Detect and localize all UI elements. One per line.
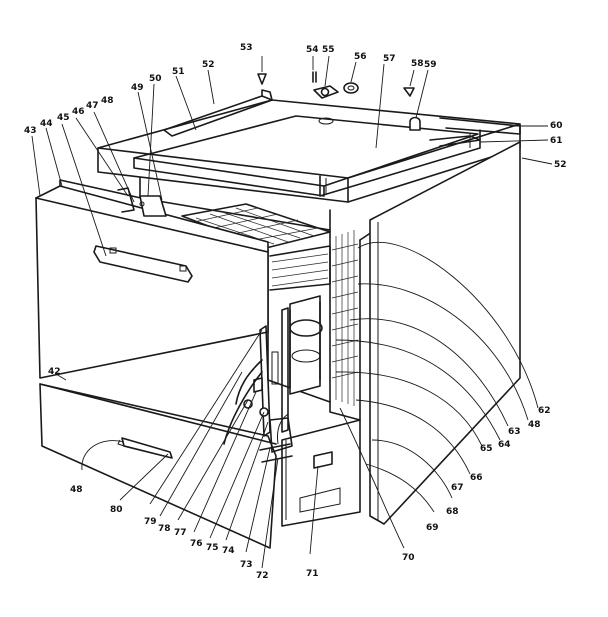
callout-47: 47 [86,101,99,111]
callout-60: 60 [550,121,563,131]
callout-labels: 43 44 45 46 47 48 49 50 51 52 53 54 55 5… [24,43,567,581]
callout-56: 56 [354,52,367,62]
callout-65: 65 [480,444,493,454]
callout-74: 74 [222,546,235,556]
callout-63: 63 [508,427,521,437]
callout-42: 42 [48,367,61,377]
callout-64: 64 [498,440,511,450]
callout-48-right: 48 [528,420,541,430]
callout-78: 78 [158,524,171,534]
callout-48: 48 [101,96,114,106]
callout-59: 59 [424,60,437,70]
callout-61: 61 [550,136,563,146]
callout-70: 70 [402,553,415,563]
callout-66: 66 [470,473,483,483]
callout-45: 45 [57,113,70,123]
callout-69: 69 [426,523,439,533]
door-lower [39,383,277,549]
callout-68: 68 [446,507,459,517]
callout-62: 62 [538,406,551,416]
callout-46: 46 [72,107,85,117]
top-hardware [257,71,421,131]
callout-50: 50 [149,74,162,84]
latch-linkage [223,325,293,463]
callout-79: 79 [144,517,157,527]
callout-53: 53 [240,43,253,53]
leader-lines [31,55,553,569]
callout-75: 75 [206,543,219,553]
callout-52-side: 52 [554,160,567,170]
callout-43: 43 [24,126,37,136]
callout-44: 44 [40,119,53,129]
callout-77: 77 [174,528,187,538]
callout-54: 54 [306,45,319,55]
callout-57: 57 [383,54,396,64]
callout-80: 80 [110,505,123,515]
callout-48-bottom: 48 [70,485,83,495]
door-upper [35,179,269,379]
top-panel [97,89,521,203]
callout-58: 58 [411,59,424,69]
callout-55: 55 [322,45,335,55]
callout-67: 67 [451,483,464,493]
callout-71: 71 [306,569,319,579]
callout-49: 49 [131,83,144,93]
callout-52: 52 [202,60,215,70]
callout-72: 72 [256,571,269,581]
callout-76: 76 [190,539,203,549]
callout-73: 73 [240,560,253,570]
callout-51: 51 [172,67,185,77]
cabinet [139,141,521,527]
